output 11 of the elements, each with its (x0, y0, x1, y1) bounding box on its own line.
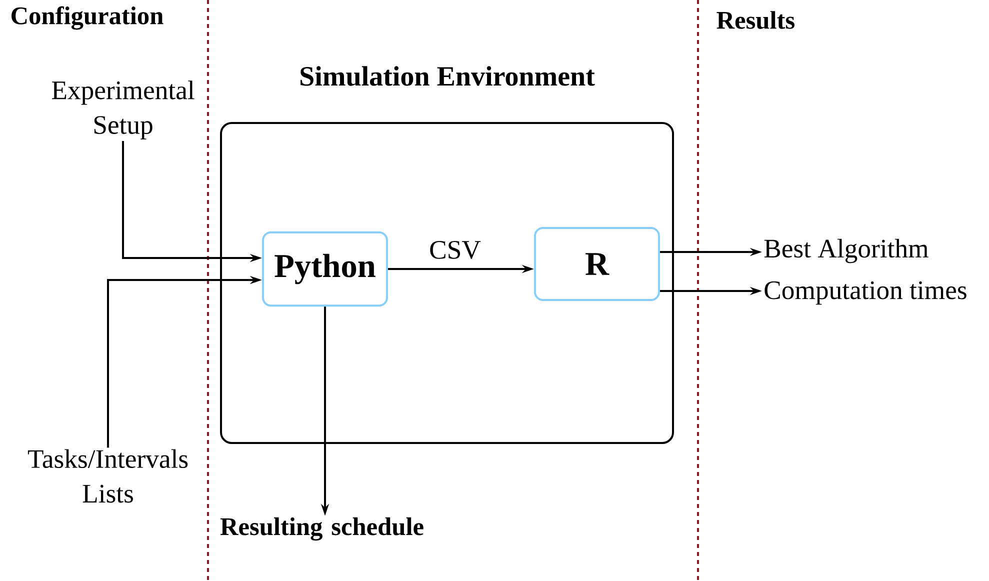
output-label: Best Algorithm (764, 238, 928, 264)
process-box: Python (262, 231, 388, 307)
edge-label: CSV (428, 240, 482, 260)
input-label: Experimental Setup (52, 80, 194, 140)
box-title: Simulation Environment (300, 66, 595, 86)
section-heading: Configuration (12, 6, 164, 30)
input-label: Tasks/Intervals Lists (28, 449, 188, 503)
output-label: Computation times (764, 281, 966, 305)
process-box: R (534, 227, 660, 301)
output-label: Resulting schedule (220, 517, 424, 541)
section-heading: Results (716, 11, 794, 29)
